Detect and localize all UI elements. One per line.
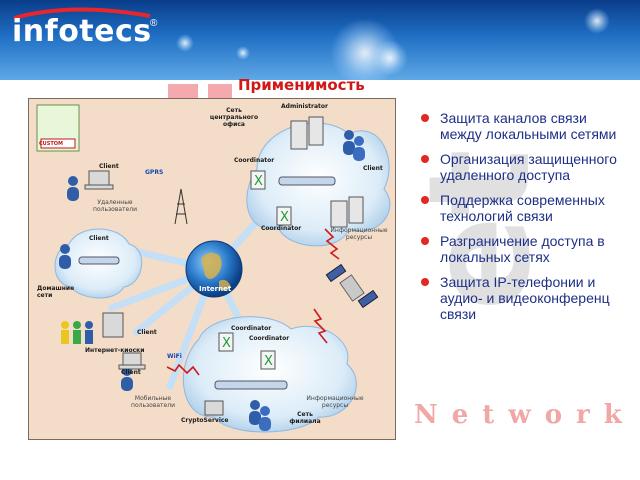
client-label: Client [99, 163, 119, 170]
globe-landmass [201, 252, 222, 279]
coordinator-icon: X X X X [218, 170, 292, 370]
network-diagram: X X X X [28, 98, 396, 440]
page-title: Применимость [238, 76, 365, 94]
logo: infotecs [12, 14, 152, 49]
bubble-decoration [236, 46, 250, 60]
coordinator-label: Coordinator [261, 225, 302, 232]
info-resources-label: Информационные ресурсы [306, 395, 364, 409]
feature-text: Защита каналов связи между локальными се… [440, 110, 617, 142]
custom-badge-label: CUSTOM [39, 141, 63, 147]
info-resources-label: Информационные ресурсы [330, 227, 388, 241]
bullet-dot-icon [421, 237, 429, 245]
mobile-users-label: Мобильные пользователи [131, 395, 175, 409]
header-banner: infotecs ® [0, 0, 640, 80]
client-label: Client [137, 329, 157, 336]
custom-badge [40, 138, 76, 149]
network-switch-icon [214, 380, 288, 390]
globe-landmass [219, 279, 231, 291]
feature-item: Поддержка современных технологий связи [420, 192, 620, 224]
gprs-tower-icon [174, 188, 188, 225]
feature-text: Разграничение доступа в локальных сетях [440, 233, 605, 265]
decor-block [168, 84, 198, 100]
svg-text:X: X [222, 336, 231, 351]
central-office-label: Сеть центрального офиса [209, 107, 259, 128]
svg-text:X: X [254, 174, 263, 189]
feature-item: Разграничение доступа в локальных сетях [420, 233, 620, 265]
bullet-dot-icon [421, 114, 429, 122]
internet-kiosk-label: Интернет-киоски [85, 347, 145, 354]
svg-text:X: X [280, 210, 289, 225]
feature-item: Защита каналов связи между локальными се… [420, 110, 620, 142]
client-label: Client [363, 165, 383, 172]
decor-block [208, 84, 232, 100]
feature-item: Организация защищенного удаленного досту… [420, 151, 620, 183]
bubble-decoration [372, 40, 408, 76]
branch-network-label: Сеть филиала [289, 411, 321, 425]
wifi-label: WiFi [167, 353, 182, 360]
network-switch-icon [78, 256, 120, 265]
bullet-dot-icon [421, 278, 429, 286]
svg-text:X: X [264, 354, 273, 369]
crypto-service-label: CryptoService [181, 417, 229, 424]
feature-list: Защита каналов связи между локальными се… [420, 110, 620, 331]
client-label: Client [121, 369, 141, 376]
coordinator-label: Coordinator [231, 325, 272, 332]
wireless-link-icons [166, 228, 340, 376]
feature-text: Защита IP-телефонии и аудио- и видеоконф… [440, 274, 610, 322]
bubble-decoration [176, 34, 194, 52]
home-networks-label: Домашние сети [37, 285, 75, 299]
bullet-dot-icon [421, 196, 429, 204]
network-switch-icon [278, 176, 336, 186]
server-icon [290, 116, 364, 228]
bubble-decoration [584, 8, 610, 34]
administrator-label: Administrator [281, 103, 328, 110]
watermark-word: Network [414, 400, 636, 430]
feature-text: Поддержка современных технологий связи [440, 192, 605, 224]
gprs-label: GPRS [145, 169, 164, 176]
coordinator-label: Coordinator [249, 335, 290, 342]
bullet-dot-icon [421, 155, 429, 163]
feature-text: Организация защищенного удаленного досту… [440, 151, 617, 183]
client-label: Client [89, 235, 109, 242]
registered-mark: ® [150, 18, 158, 29]
laptop-icon [84, 170, 224, 416]
coordinator-label: Coordinator [234, 157, 275, 164]
kiosk-users-icon [61, 321, 93, 344]
remote-users-label: Удаленные пользователи [93, 199, 137, 213]
satellite-icon [325, 263, 379, 309]
feature-item: Защита IP-телефонии и аудио- и видеоконф… [420, 274, 620, 322]
logo-swoosh-icon [13, 7, 151, 20]
internet-label: Internet [199, 285, 232, 293]
diagram-canvas: X X X X [36, 104, 391, 433]
